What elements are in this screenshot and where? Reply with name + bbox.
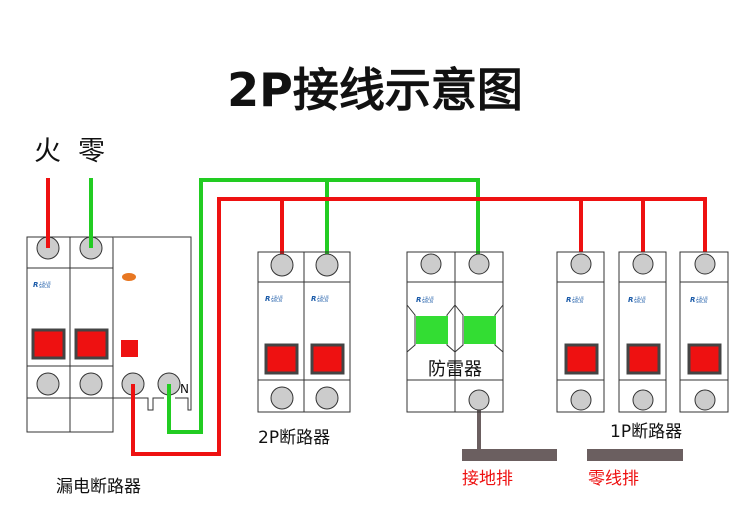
- breaker-1p-label: 1P断路器: [610, 422, 682, 442]
- rcd-breaker: [26, 236, 192, 433]
- rcd-handle[interactable]: [31, 328, 66, 360]
- rcd-n-mark: N: [180, 382, 189, 396]
- neutral-bar-label: 零线排: [588, 469, 639, 489]
- breaker-2p: [257, 251, 351, 413]
- brand-logo: [33, 280, 52, 289]
- spd-indicator-window: [416, 316, 448, 344]
- breaker-1p-group: [556, 251, 729, 413]
- ground-bar-label: 接地排: [462, 469, 513, 489]
- page-title: 2P接线示意图: [227, 63, 523, 117]
- neutral-label: 零: [78, 136, 105, 167]
- breaker-handle[interactable]: [564, 343, 599, 375]
- breaker-handle[interactable]: [264, 343, 299, 375]
- breaker-handle[interactable]: [626, 343, 661, 375]
- breaker-1p: [618, 251, 667, 413]
- rcd-label: 漏电断路器: [56, 477, 141, 497]
- spd-indicator-window: [464, 316, 496, 344]
- live-label: 火: [34, 136, 61, 167]
- test-button[interactable]: [121, 340, 138, 357]
- test-indicator-icon: [122, 273, 136, 281]
- wires: [46, 178, 707, 456]
- surge-protector: [406, 251, 504, 413]
- neutral-bus-wire: [167, 178, 480, 434]
- breaker-handle[interactable]: [687, 343, 722, 375]
- breaker-1p: [556, 251, 605, 413]
- spd-label: 防雷器: [428, 359, 482, 380]
- ground-bar: [462, 449, 557, 461]
- breaker-handle[interactable]: [310, 343, 345, 375]
- breaker-1p: [679, 251, 729, 413]
- live-bus-wire: [131, 197, 707, 456]
- neutral-bar: [587, 449, 683, 461]
- breaker-2p-label: 2P断路器: [258, 428, 330, 448]
- rcd-handle[interactable]: [74, 328, 109, 360]
